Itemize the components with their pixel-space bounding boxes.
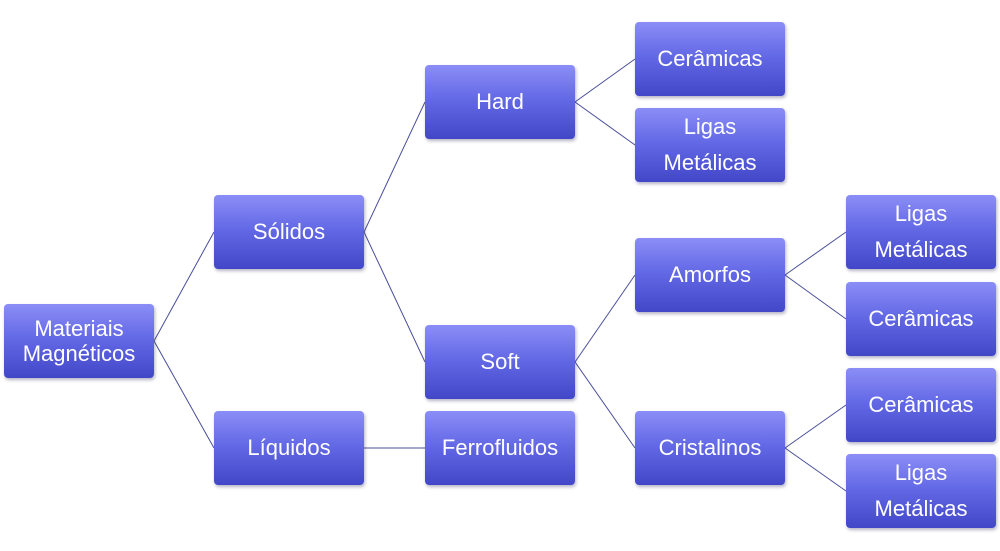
edge-hard-hard-ceramicas xyxy=(574,58,636,103)
edge-amorfos-amorfos-ligas xyxy=(784,231,847,276)
node-hard-ligas-metalicas: Ligas Metálicas xyxy=(635,108,785,182)
edge-amorfos-amorfos-ceramicas xyxy=(784,274,847,320)
node-materiais-magneticos: Materiais Magnéticos xyxy=(4,304,154,378)
edge-materiais-liquidos xyxy=(153,340,215,449)
node-soft: Soft xyxy=(425,325,575,399)
edge-hard-hard-ligas xyxy=(574,101,636,146)
edge-materiais-solidos xyxy=(153,231,215,342)
node-hard: Hard xyxy=(425,65,575,139)
node-liquidos: Líquidos xyxy=(214,411,364,485)
node-ferrofluidos: Ferrofluidos xyxy=(425,411,575,485)
node-cristalinos-ceramicas: Cerâmicas xyxy=(846,368,996,442)
node-amorfos-ceramicas: Cerâmicas xyxy=(846,282,996,356)
edge-cristalinos-cristalinos-ceramicas xyxy=(784,404,847,449)
node-cristalinos: Cristalinos xyxy=(635,411,785,485)
node-cristalinos-ligas-metalicas: Ligas Metálicas xyxy=(846,454,996,528)
node-hard-ceramicas: Cerâmicas xyxy=(635,22,785,96)
edge-soft-cristalinos xyxy=(574,361,636,449)
edge-cristalinos-cristalinos-ligas xyxy=(784,447,847,492)
node-amorfos-ligas-metalicas: Ligas Metálicas xyxy=(846,195,996,269)
node-amorfos: Amorfos xyxy=(635,238,785,312)
edge-solidos-soft xyxy=(363,231,426,363)
node-solidos: Sólidos xyxy=(214,195,364,269)
edge-solidos-hard xyxy=(363,101,426,233)
edge-soft-amorfos xyxy=(574,274,636,363)
